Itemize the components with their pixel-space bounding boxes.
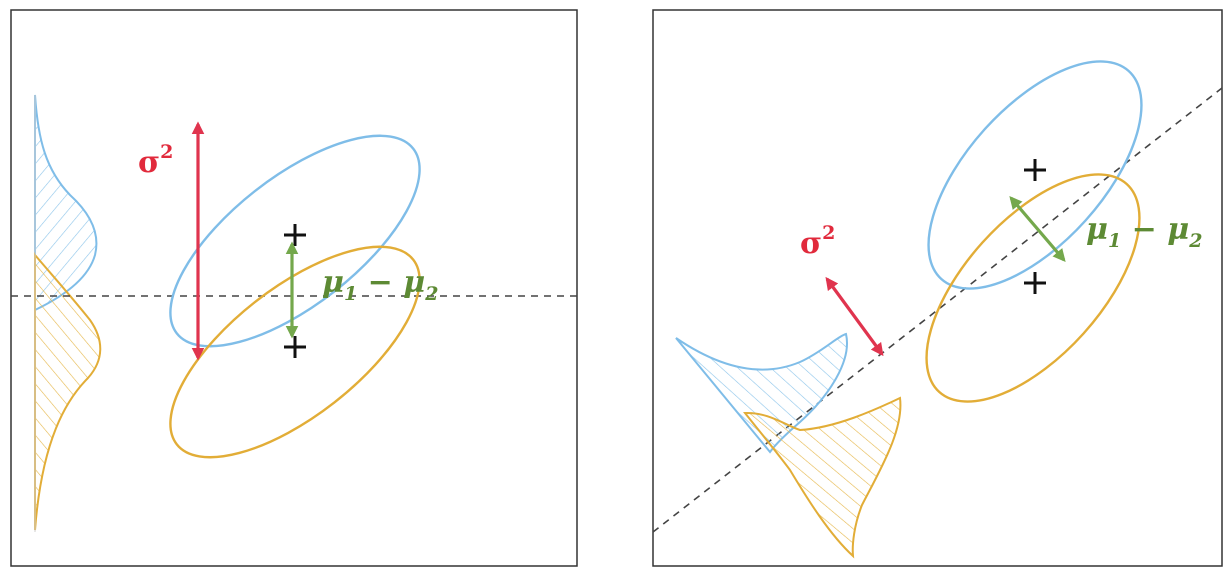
right-variance-label: σ2: [800, 222, 835, 261]
right-class1-ellipse: [927, 60, 1143, 290]
right-mean-difference-arrow: [1009, 196, 1066, 262]
right-class2-mean-marker: [1024, 272, 1046, 294]
left-class1-ellipse: [169, 134, 421, 348]
right-mean-difference-label: μ1 − μ2: [1086, 212, 1202, 252]
left-class2-mean-marker: [284, 336, 306, 358]
right-panel: σ2 μ1 − μ2: [652, 9, 1223, 567]
right-variance-arrow: [825, 276, 884, 357]
left-variance-label: σ2: [138, 141, 173, 180]
right-class2-projected-distribution: [743, 396, 902, 559]
left-panel: σ2 μ1 − μ2: [10, 9, 578, 567]
left-panel-frame: [10, 9, 578, 567]
left-class2-projected-distribution: [34, 252, 102, 531]
right-class1-mean-marker: [1024, 159, 1046, 181]
right-class2-ellipse: [925, 173, 1141, 403]
left-class2-ellipse: [169, 245, 421, 459]
right-panel-frame: [652, 9, 1223, 567]
left-mean-difference-label: μ1 − μ2: [322, 265, 438, 305]
